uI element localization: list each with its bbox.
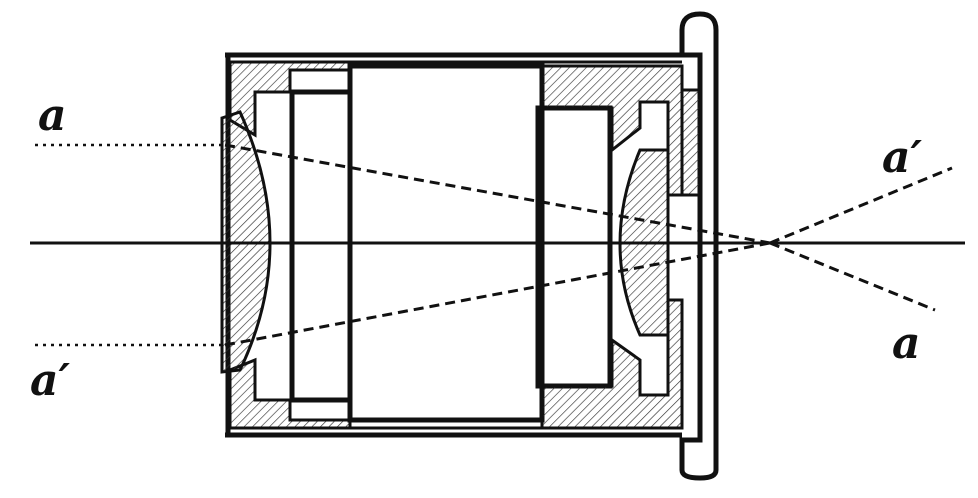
label-a-right: a xyxy=(892,318,921,369)
label-a-left: a xyxy=(38,90,67,141)
ray-a xyxy=(35,143,936,312)
left-cap-bottom xyxy=(228,357,352,430)
eyepiece-flange xyxy=(679,11,719,481)
ray-a-prime xyxy=(35,166,953,347)
left-spacer-ring xyxy=(289,89,353,403)
right-cap-top xyxy=(540,64,684,197)
eye-lens-cell xyxy=(535,105,613,389)
right-cap-bottom xyxy=(540,298,684,430)
label-a-prime-right: a′ xyxy=(882,132,923,183)
label-a-prime-left: a′ xyxy=(30,355,71,406)
flange-hatched-section xyxy=(680,88,702,197)
